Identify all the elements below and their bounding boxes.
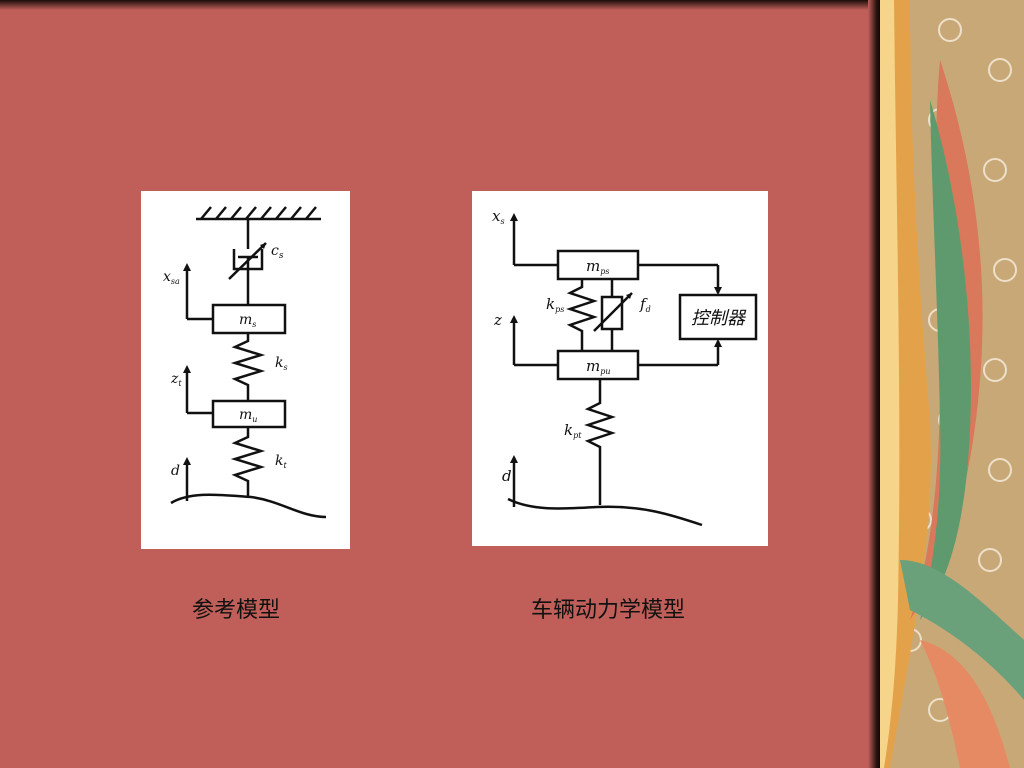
z-label: z xyxy=(493,311,502,329)
xs-label: xs xyxy=(492,207,505,226)
mass-bottom-label: mu xyxy=(239,407,257,424)
spring-bottom-label: kt xyxy=(275,453,287,470)
d-label: d xyxy=(171,463,180,479)
slide-edge-shadow xyxy=(868,0,882,768)
vehicle-dynamics-model-figure: xs mps kps fd z mpu kpt d 控制器 xyxy=(472,191,768,546)
xs-label: xsa xyxy=(163,269,180,286)
spring-bottom-label: kpt xyxy=(564,421,582,440)
z-label: zt xyxy=(170,371,182,388)
vehicle-dynamics-diagram: xs mps kps fd z mpu kpt d 控制器 xyxy=(492,207,758,527)
reference-model-diagram: cs xsa ms ks zt mu kt d xyxy=(163,206,327,519)
d-label: d xyxy=(502,467,512,485)
mass-bottom-label: mpu xyxy=(586,357,611,376)
spring-top-label: kps xyxy=(546,295,564,314)
controller-label: 控制器 xyxy=(691,308,747,329)
actuator-label: fd xyxy=(639,295,651,314)
spring-top-label: ks xyxy=(275,355,288,372)
mass-top-label: ms xyxy=(239,312,256,329)
top-shadow xyxy=(0,0,880,10)
damper-label: cs xyxy=(271,243,284,261)
mass-top-label: mps xyxy=(586,257,609,276)
vehicle-dynamics-model-caption: 车辆动力学模型 xyxy=(531,598,686,623)
reference-model-figure: cs xsa ms ks zt mu kt d xyxy=(141,191,350,549)
reference-model-caption: 参考模型 xyxy=(192,598,281,623)
decorative-side-strip xyxy=(880,0,1024,768)
